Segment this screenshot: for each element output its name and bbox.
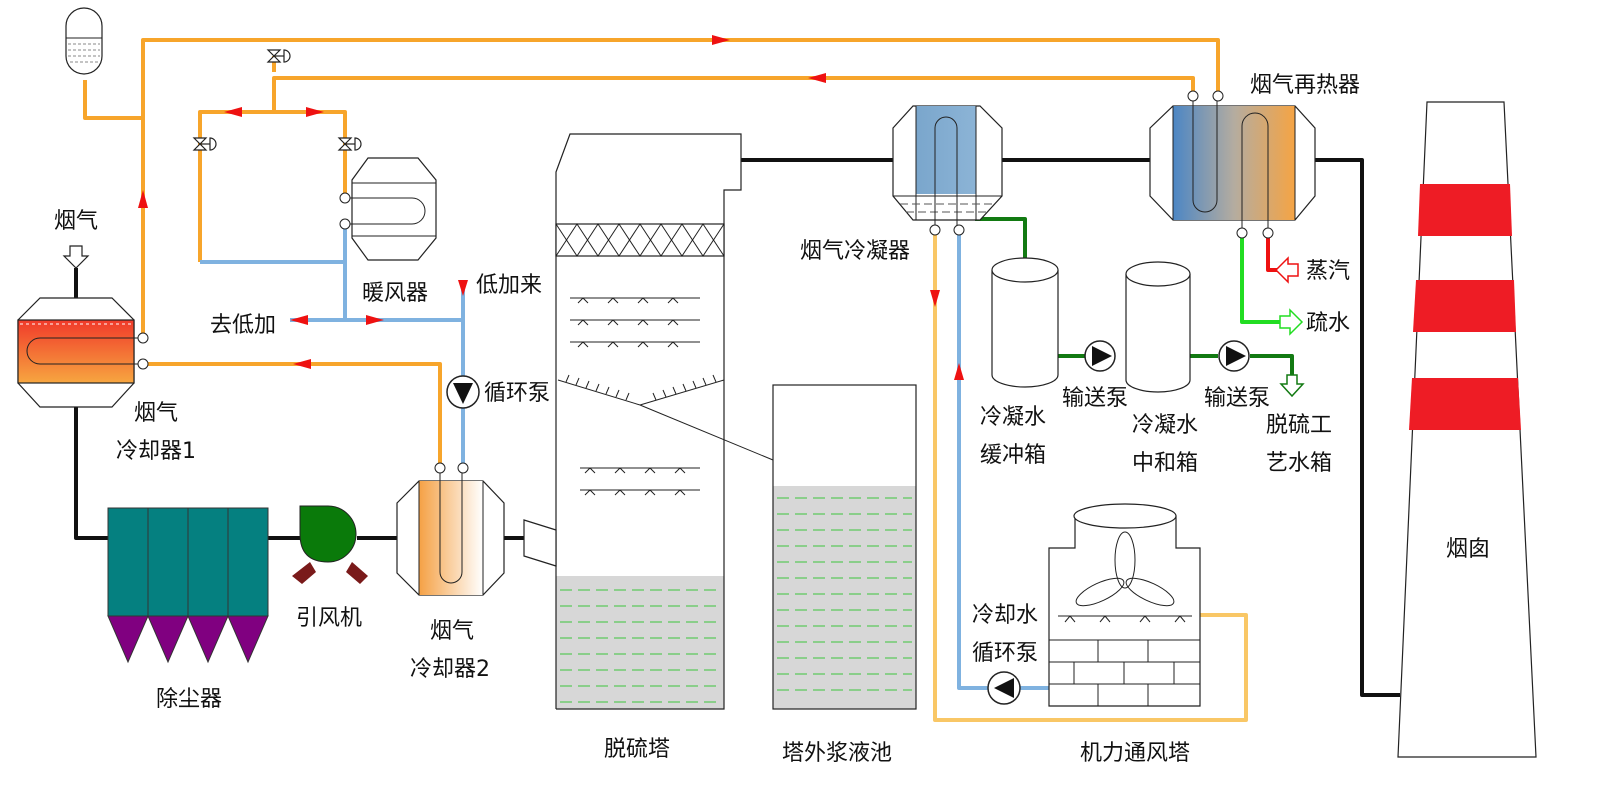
label-cooler2-line1: 烟气 bbox=[430, 619, 474, 644]
label-condenser: 烟气冷凝器 bbox=[800, 239, 910, 264]
cooling-water-pump bbox=[987, 671, 1021, 705]
label-cooler2-line2: 冷却器2 bbox=[410, 657, 490, 682]
label-cooling-pump-line1: 冷却水 bbox=[972, 603, 1038, 628]
label-from-lp-heater: 低加来 bbox=[476, 273, 542, 298]
chimney bbox=[1397, 101, 1537, 758]
flue-gas-cooler-2 bbox=[396, 462, 505, 596]
transfer-pump-2 bbox=[1218, 340, 1250, 372]
labels: 烟气 烟气 冷却器1 除尘器 引风机 烟气 冷却器2 暖风器 去低加 低加来 循… bbox=[54, 73, 1490, 766]
label-transfer-pump1: 输送泵 bbox=[1062, 386, 1128, 411]
label-cooler1-line2: 冷却器1 bbox=[116, 439, 196, 464]
label-reheater: 烟气再热器 bbox=[1250, 73, 1360, 98]
label-drain: 疏水 bbox=[1306, 311, 1350, 336]
condensate-buffer-tank bbox=[991, 257, 1059, 388]
label-circ-pump: 循环泵 bbox=[484, 381, 550, 406]
flue-gas-cooler-1 bbox=[17, 297, 149, 408]
label-desulf-tower: 脱硫塔 bbox=[604, 737, 670, 762]
label-to-lp-heater: 去低加 bbox=[210, 313, 276, 338]
flue-gas-line bbox=[74, 158, 1400, 697]
label-cooling-pump-line2: 循环泵 bbox=[972, 641, 1038, 666]
drain-line bbox=[1240, 233, 1282, 324]
pump-icon bbox=[446, 375, 480, 409]
label-cooling-tower: 机力通风塔 bbox=[1080, 741, 1190, 766]
dust-collector bbox=[107, 507, 269, 664]
fan-icon bbox=[292, 505, 368, 584]
desulfurization-tower bbox=[523, 133, 774, 710]
condensate-neutral-tank bbox=[1125, 261, 1191, 393]
label-cooler1-line1: 烟气 bbox=[134, 401, 178, 426]
drain-outlet-arrow bbox=[1279, 308, 1304, 336]
label-flue-gas-in: 烟气 bbox=[54, 209, 98, 234]
label-process-tank-line2: 艺水箱 bbox=[1266, 451, 1332, 476]
label-air-heater: 暖风器 bbox=[362, 281, 428, 306]
label-steam: 蒸汽 bbox=[1306, 259, 1350, 284]
label-process-tank-line1: 脱硫工 bbox=[1266, 413, 1332, 438]
valve-icon-right bbox=[337, 137, 362, 151]
hollow-arrow-icon bbox=[62, 245, 90, 269]
label-slurry-pool: 塔外浆液池 bbox=[782, 741, 892, 766]
label-neutral-tank-line1: 冷凝水 bbox=[1132, 413, 1198, 438]
label-buffer-tank-line2: 缓冲箱 bbox=[980, 443, 1046, 468]
cooling-tower bbox=[1048, 503, 1201, 707]
valve-icon bbox=[266, 49, 291, 63]
steam-line bbox=[1266, 233, 1282, 272]
slurry-pool bbox=[772, 384, 917, 710]
flue-gas-condenser bbox=[892, 105, 1003, 236]
expansion-tank-icon bbox=[65, 7, 103, 75]
label-induced-fan: 引风机 bbox=[296, 606, 362, 631]
label-buffer-tank-line1: 冷凝水 bbox=[980, 405, 1046, 430]
hot-water-line bbox=[83, 38, 1220, 465]
label-chimney: 烟囱 bbox=[1446, 537, 1490, 562]
flow-arrows bbox=[138, 35, 964, 380]
label-neutral-tank-line2: 中和箱 bbox=[1132, 451, 1198, 476]
label-dust-collector: 除尘器 bbox=[156, 687, 222, 712]
condensate-line bbox=[975, 217, 1294, 375]
label-transfer-pump2: 输送泵 bbox=[1204, 386, 1270, 411]
cooling-water-line bbox=[933, 230, 1248, 722]
air-heater bbox=[339, 157, 437, 261]
valve-icon-left bbox=[192, 137, 217, 151]
process-tank-arrow bbox=[1279, 374, 1305, 398]
steam-inlet-arrow bbox=[1274, 256, 1299, 284]
transfer-pump-1 bbox=[1084, 340, 1116, 372]
flue-gas-reheater bbox=[1149, 90, 1316, 239]
